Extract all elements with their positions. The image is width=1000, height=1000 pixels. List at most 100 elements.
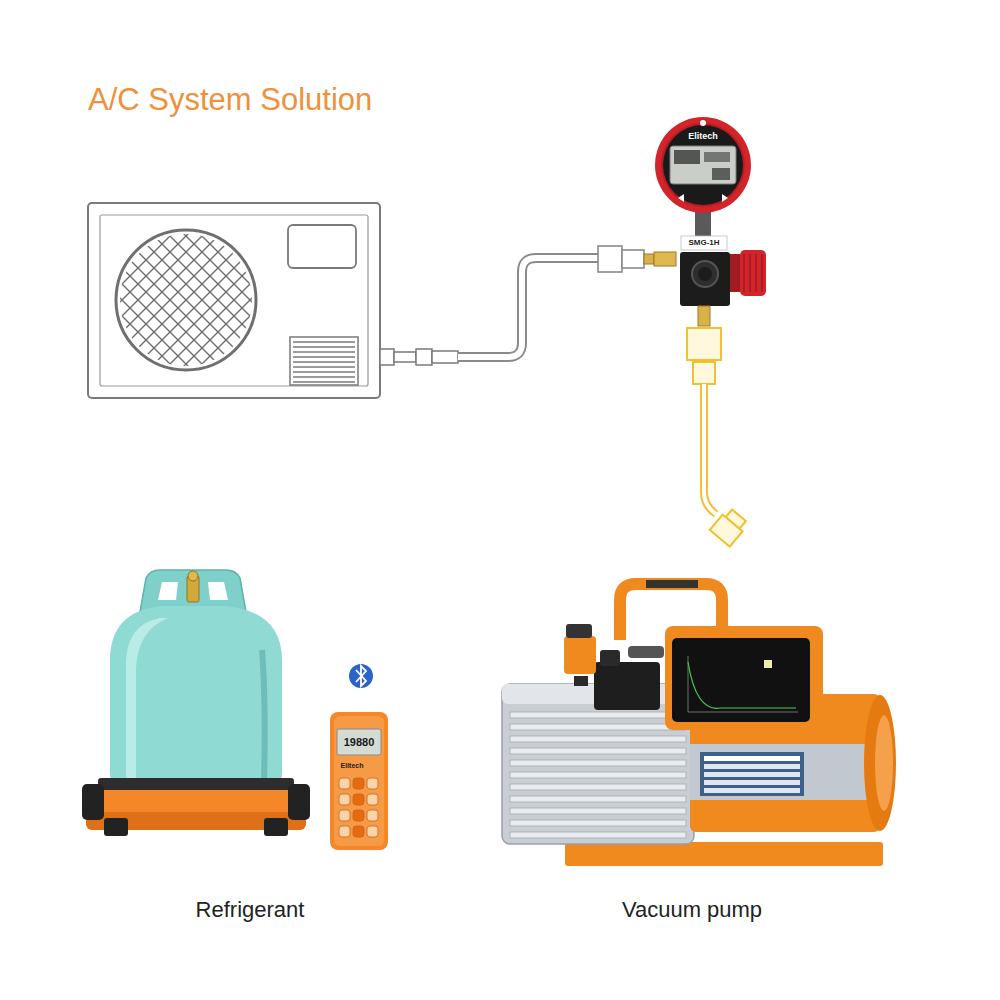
- manifold-gauge-part: [740, 250, 766, 296]
- cooling-fins: [510, 712, 686, 838]
- keypad-part: [353, 810, 364, 821]
- fan-grille-part: [122, 220, 282, 380]
- refrigerant-tank-part: [110, 606, 282, 794]
- service-hose-part: [598, 246, 622, 272]
- manifold-gauge-part: [730, 254, 740, 292]
- vent-slats-part: [293, 376, 355, 377]
- cooling-fins-part: [510, 772, 686, 778]
- manifold-gauge-part: [704, 152, 730, 162]
- keypad-part: [367, 794, 378, 805]
- vent-slats-part: [293, 366, 355, 367]
- manifold-gauge-part: [722, 194, 728, 202]
- charging-hose-part: [710, 507, 749, 547]
- refrigerant-tank-part: [126, 618, 168, 780]
- ac-unit-part: [394, 352, 416, 362]
- vent-slats-part: [293, 371, 355, 372]
- refrigerant-tank-part: [188, 571, 198, 581]
- title: A/C System Solution: [88, 82, 372, 118]
- scale-controller-part: [330, 712, 388, 850]
- cooling-fins-part: [510, 724, 686, 730]
- manifold-gauge-part: [670, 146, 736, 184]
- vent-slats-part: [293, 361, 355, 362]
- service-hose-part: [644, 254, 654, 264]
- ac-unit: [0, 203, 458, 398]
- vacuum-pump-part: [764, 660, 772, 668]
- fan-grille-part: [10, 220, 170, 380]
- fan-grille-part: [0, 220, 154, 380]
- vent-slats-part: [293, 381, 355, 382]
- vent-slats-part: [293, 351, 355, 352]
- manifold-gauge-part: [655, 117, 751, 213]
- caption-text: Refrigerant: [196, 897, 305, 923]
- service-hose-part: [654, 252, 676, 266]
- vacuum-pump-part: [864, 695, 896, 831]
- refrigerant-tank-part: [288, 784, 310, 820]
- vacuum-pump-part: [566, 624, 592, 638]
- vacuum-pump-part: [665, 626, 823, 730]
- refrigerant-tank: [82, 570, 310, 836]
- service-hose-part: [458, 258, 598, 357]
- device-label: Elitech: [341, 762, 364, 769]
- vent-slats: [293, 342, 355, 382]
- vacuum-pump-part: [672, 638, 810, 722]
- manifold-gauge-part: [663, 125, 743, 205]
- charging-hose: [687, 328, 749, 547]
- keypad-part: [339, 794, 350, 805]
- cooling-fins-part: [510, 808, 686, 814]
- fan-grille-part: [138, 220, 298, 380]
- ac-unit-part: [432, 351, 458, 363]
- device-label: Elitech: [688, 132, 718, 141]
- refrigerant-tank-part: [158, 582, 178, 600]
- keypad-part: [353, 794, 364, 805]
- service-hose-part: [622, 250, 644, 268]
- rating-plate-part: [704, 764, 800, 769]
- fan-grille-part: [90, 220, 250, 380]
- scale-controller-part: [356, 666, 366, 686]
- cooling-fins-part: [510, 748, 686, 754]
- vacuum-pump: [502, 584, 896, 866]
- manifold-gauge-part: [698, 267, 712, 281]
- keypad-part: [367, 810, 378, 821]
- ac-unit-part: [416, 349, 432, 365]
- cooling-fins-part: [510, 736, 686, 742]
- charging-hose-part: [704, 384, 716, 514]
- device-label: SMG-1H: [688, 239, 719, 247]
- vacuum-pump-part: [565, 842, 883, 866]
- cooling-fins-part: [510, 796, 686, 802]
- keypad-part: [339, 810, 350, 821]
- vacuum-pump-part: [594, 662, 660, 710]
- service-hose: [458, 246, 676, 357]
- keypad-part: [339, 826, 350, 837]
- caption-box: Vacuum pump: [618, 895, 766, 925]
- scale-controller-part: [334, 716, 384, 846]
- vent-slats-part: [293, 356, 355, 357]
- fan-grille-part: [0, 220, 106, 380]
- charging-hose-part: [704, 384, 716, 514]
- fan-grille-part: [0, 220, 122, 380]
- fan-grille-part: [90, 220, 250, 380]
- rating-plate-part: [704, 780, 800, 785]
- rating-plate-part: [704, 772, 800, 777]
- keypad-part: [367, 826, 378, 837]
- scale-controller-part: [337, 729, 381, 755]
- vacuum-pump-part: [574, 676, 588, 686]
- refrigerant-tank-part: [104, 818, 128, 836]
- fan-grille-part: [122, 220, 282, 380]
- vacuum-pump-part: [646, 580, 698, 588]
- cooling-fins-part: [510, 760, 686, 766]
- fan-grille-part: [0, 220, 138, 380]
- charging-hose-part-part: [710, 515, 743, 547]
- manifold-gauge-part: [692, 261, 718, 287]
- vacuum-pump-part: [600, 650, 620, 666]
- refrigerant-tank-part: [262, 650, 265, 784]
- caption-box: Refrigerant: [192, 895, 309, 925]
- fan-grille-part: [106, 220, 266, 380]
- ac-unit-part: [100, 215, 368, 386]
- manifold-gauge-part: [744, 254, 762, 292]
- service-hose-part: [458, 258, 598, 357]
- vacuum-pump-part: [628, 646, 664, 658]
- fan-grille-part: [10, 220, 170, 380]
- caption-text: Vacuum pump: [622, 897, 762, 923]
